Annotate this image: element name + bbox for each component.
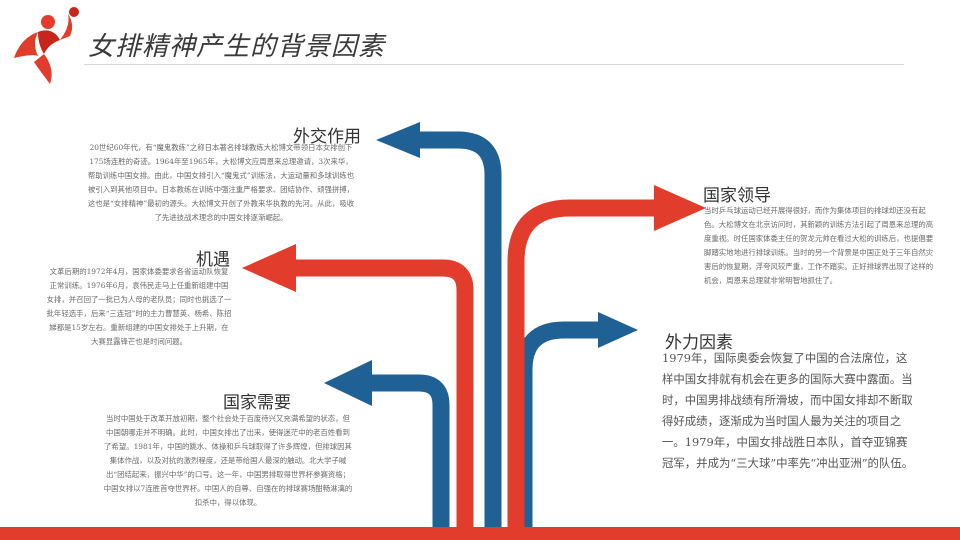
title-divider [84, 64, 904, 65]
blue-arrow-external [515, 321, 598, 540]
text-opportunity: 文革后期的1972年4月，国家体委要求各省运动队恢复正常训练。1976年6月，袁… [46, 267, 232, 346]
heading-external: 外力因素 [665, 333, 733, 353]
red-arrow-leadership-head [654, 185, 706, 231]
heading-opportunity: 机遇 [196, 250, 230, 270]
bottom-bar [0, 527, 960, 540]
text-national-need: 当时中国处于改革开放初期，整个社会处于百废待兴又充满希望的状态，但中国朝哪走并不… [103, 414, 353, 507]
red-arrow-opportunity-head [242, 244, 296, 292]
page-title: 女排精神产生的背景因素 [88, 32, 386, 62]
blue-arrow-national-need [372, 374, 450, 540]
blue-arrow-external-head [598, 312, 638, 348]
text-diplomacy: 20世纪60年代，有“魔鬼教练”之称日本著名排球教练大松博文带领日本女排创下17… [87, 143, 355, 222]
red-arrow-leadership [507, 199, 654, 540]
blue-arrow-diplomacy-head [376, 122, 420, 158]
red-arrow-opportunity [296, 259, 474, 540]
heading-national-need: 国家需要 [223, 393, 291, 413]
heading-leadership: 国家领导 [703, 186, 771, 206]
blue-arrow-national-need-head [324, 360, 372, 406]
text-leadership: 当时乒乓球运动已经开展得很好，而作为集体项目的排球却还没有起色。大松博文在北京访… [704, 206, 934, 285]
blue-arrow-diplomacy [420, 131, 502, 540]
heading-diplomacy: 外交作用 [293, 127, 361, 147]
text-external: 1979年，国际奥委会恢复了中国的合法席位，这样中国女排就有机会在更多的国际大赛… [662, 351, 914, 470]
volleyball-player-logo [14, 7, 79, 84]
